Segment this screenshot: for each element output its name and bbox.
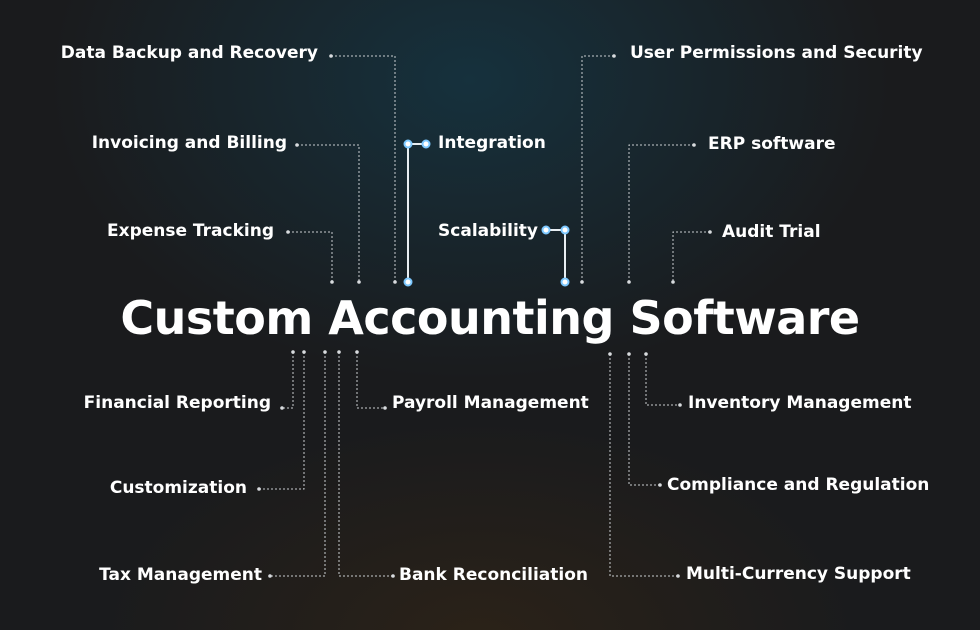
label-integration: Integration — [438, 133, 546, 153]
label-multicurrency: Multi-Currency Support — [686, 564, 911, 584]
connector-customization — [259, 352, 305, 490]
label-customization: Customization — [109, 478, 247, 498]
connector-user-permissions — [581, 55, 614, 282]
label-scalability: Scalability — [438, 221, 538, 241]
label-compliance: Compliance and Regulation — [667, 475, 930, 495]
label-financial-reporting: Financial Reporting — [83, 393, 271, 413]
label-bank: Bank Reconciliation — [399, 565, 589, 585]
connector-audit — [672, 231, 710, 282]
connector-expense — [288, 231, 333, 282]
connector-data-backup — [331, 55, 396, 282]
label-user-permissions: User Permissions and Security — [630, 43, 923, 63]
connector-scalability — [546, 229, 566, 282]
connector-payroll — [356, 352, 385, 409]
label-data-backup: Data Backup and Recovery — [60, 43, 318, 63]
connector-financial-reporting — [282, 352, 294, 409]
connector-tax — [270, 352, 326, 577]
label-expense: Expense Tracking — [106, 221, 274, 241]
label-audit: Audit Trial — [722, 222, 821, 242]
label-payroll: Payroll Management — [392, 393, 589, 413]
diagram-title: Custom Accounting Software — [120, 291, 860, 345]
connector-compliance — [628, 354, 660, 486]
label-inventory: Inventory Management — [688, 393, 912, 413]
label-invoicing: Invoicing and Billing — [91, 133, 287, 153]
connector-bank — [338, 352, 393, 577]
connector-multicurrency — [609, 354, 678, 577]
connector-integration — [407, 143, 426, 282]
label-tax: Tax Management — [99, 565, 262, 585]
connector-inventory — [645, 354, 680, 406]
connector-erp — [628, 144, 694, 282]
connector-invoicing — [297, 144, 360, 282]
label-erp: ERP software — [708, 134, 836, 154]
